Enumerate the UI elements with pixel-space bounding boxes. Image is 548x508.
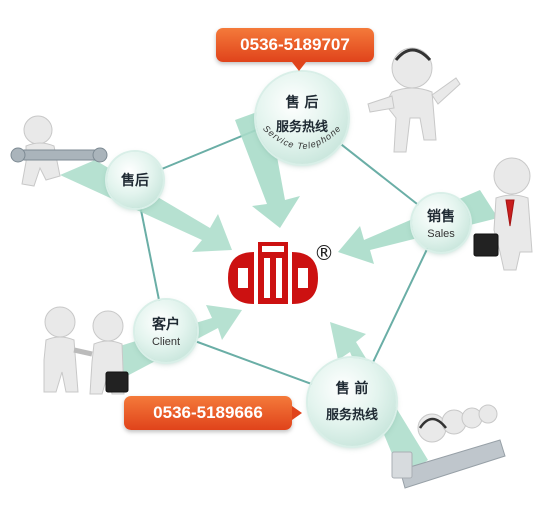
sales-en-label: Sales (427, 228, 455, 240)
arrow-from-aftersales (60, 160, 232, 252)
service-phone-callout: 0536-5189707 (216, 28, 374, 71)
client-en-label: Client (151, 336, 181, 348)
mechanic-figure (10, 115, 108, 187)
callout-tail (292, 62, 306, 71)
registered-mark: ® (314, 241, 334, 265)
client-zh-label: 客户 (152, 317, 180, 333)
service-phone-number: 0536-5189707 (240, 35, 350, 54)
node-sales: 销售 Sales (412, 194, 470, 252)
callcenter-figures (391, 404, 506, 489)
presales-phone-number: 0536-5189666 (153, 403, 263, 422)
callout-tail (292, 406, 302, 420)
service-curved-label: Service Telephone (261, 123, 343, 151)
sales-zh-label: 销售 (427, 209, 455, 225)
service-curved-text: Service Telephone (261, 123, 342, 151)
support-agent-figure (367, 47, 461, 153)
service-node-line1: 售 后 (285, 95, 319, 111)
presales-node-line2: 服务热线 (325, 408, 378, 423)
service-node-line2: 服务热线 (275, 120, 328, 135)
node-presales-hotline: 售 前 服务热线 (308, 358, 396, 446)
svg-text:Service Telephone: Service Telephone (261, 123, 343, 151)
company-logo (228, 242, 318, 304)
node-aftersales: 售后 (107, 152, 163, 208)
arrow-from-service (235, 108, 300, 228)
salesman-figure (473, 157, 533, 271)
node-service-hotline: 售 后 服务热线 (256, 72, 348, 164)
node-client: 客户 Client (135, 300, 197, 362)
aftersales-label: 售后 (121, 173, 149, 189)
presales-node-line1: 售 前 (335, 381, 369, 397)
handshake-figures (43, 306, 129, 395)
presales-phone-callout: 0536-5189666 (124, 396, 302, 430)
